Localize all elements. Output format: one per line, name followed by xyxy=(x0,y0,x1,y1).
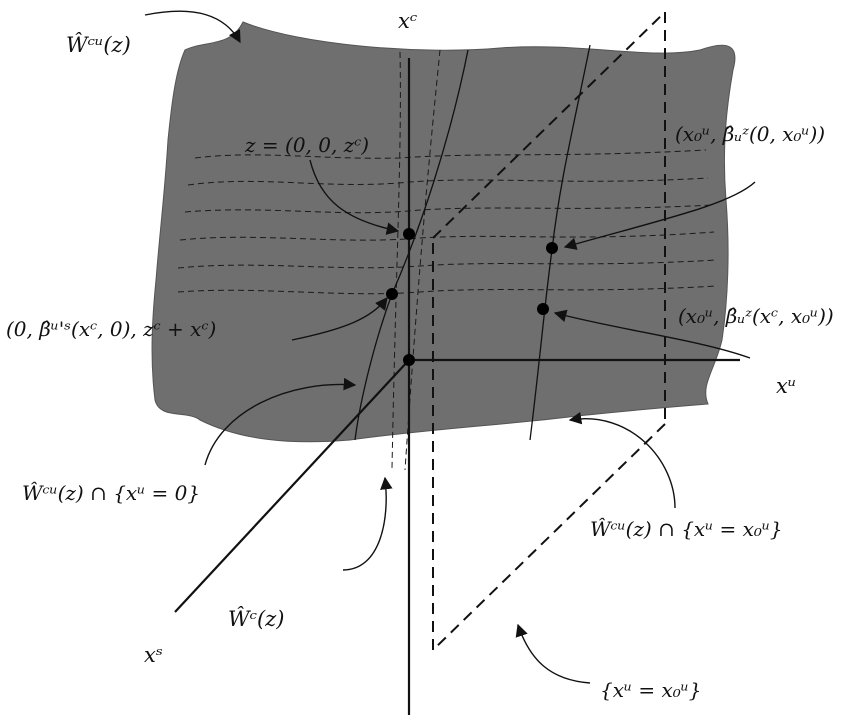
point-beta0 xyxy=(546,242,558,254)
label-point-betaxc: (x₀ᵘ, β̂ᵤᶻ(xᶜ, x₀ᵘ)) xyxy=(678,304,834,328)
center-dashed-curves xyxy=(391,49,441,471)
label-axis-xs: xˢ xyxy=(144,643,163,667)
label-point-beta0: (x₀ᵘ, β̂ᵤᶻ(0, x₀ᵘ)) xyxy=(675,122,825,146)
label-plane-xu-x0: {xᵘ = x₀ᵘ} xyxy=(600,678,701,702)
label-curve-center: Ŵᶜ(z) xyxy=(228,607,284,631)
origin-point xyxy=(403,354,415,366)
label-curve-xu0: Ŵᶜᵘ(z) ∩ {xᵘ = 0} xyxy=(22,481,200,505)
stable-foliation-curves xyxy=(177,149,717,295)
axis-xs-line xyxy=(174,359,410,613)
point-betaxc xyxy=(537,303,549,315)
label-point-beta-us: (0, β̂ᵘ'ˢ(xᶜ, 0), zᶜ + xᶜ) xyxy=(6,317,216,341)
label-axis-xu: xᵘ xyxy=(776,374,796,398)
label-curve-xu-x0: Ŵᶜᵘ(z) ∩ {xᵘ = x₀ᵘ} xyxy=(590,517,783,541)
points xyxy=(386,228,558,366)
point-z xyxy=(403,228,415,240)
label-point-z: z = (0, 0, zᶜ) xyxy=(244,133,369,157)
plane-xu-x0 xyxy=(432,11,666,651)
point-beta-us xyxy=(386,288,398,300)
label-axis-xc: xᶜ xyxy=(398,9,417,33)
label-surface-cu: Ŵᶜᵘ(z) xyxy=(66,33,131,57)
axes xyxy=(174,58,740,715)
annotation-arrows xyxy=(144,10,756,684)
center-unstable-surface xyxy=(151,21,736,443)
